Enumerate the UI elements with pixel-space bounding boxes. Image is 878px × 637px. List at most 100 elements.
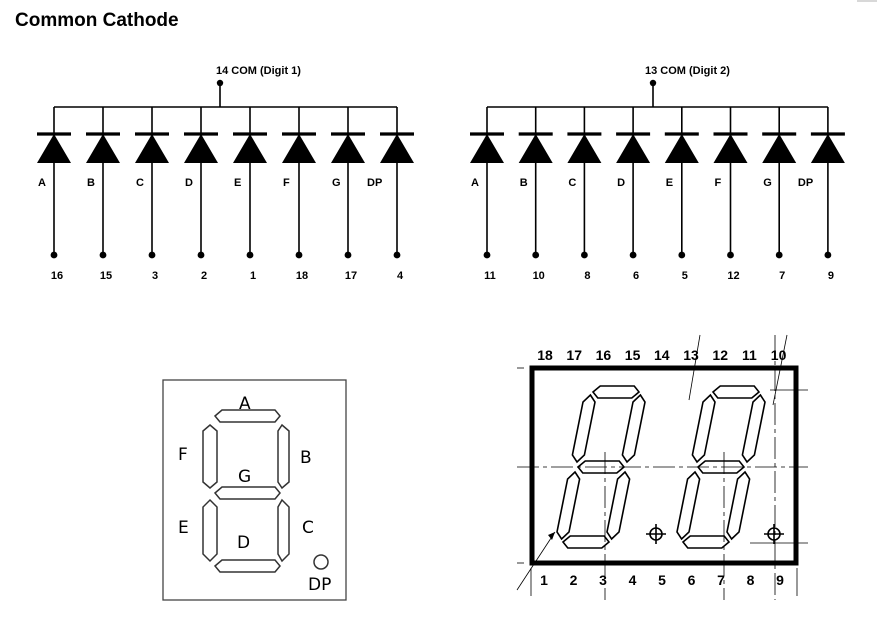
diode-triangle bbox=[135, 134, 169, 163]
diode-triangle bbox=[470, 134, 504, 163]
diode-triangle bbox=[713, 134, 748, 163]
segment-label: D bbox=[617, 177, 625, 189]
pin-number: 15 bbox=[100, 270, 112, 282]
dp-crosshair bbox=[764, 524, 784, 544]
pin-number: 1 bbox=[250, 270, 256, 282]
diode-triangle bbox=[567, 134, 602, 163]
segment-label: DP bbox=[798, 177, 813, 189]
bottom-pin-number: 2 bbox=[570, 572, 578, 588]
pin-terminal bbox=[678, 251, 686, 259]
pin-terminal bbox=[393, 251, 401, 259]
label-b: B bbox=[300, 448, 312, 468]
pin-terminal bbox=[246, 251, 254, 259]
pin-number: 12 bbox=[727, 270, 739, 282]
pin-terminal bbox=[775, 251, 783, 259]
label-c: C bbox=[302, 518, 314, 538]
pin-number: 9 bbox=[828, 270, 834, 282]
diode-triangle bbox=[86, 134, 120, 163]
diode-triangle bbox=[380, 134, 414, 163]
pin-number: 5 bbox=[682, 270, 688, 282]
segment-map: A B C D E F G DP bbox=[162, 379, 347, 601]
diode-triangle bbox=[664, 134, 699, 163]
digit-segment bbox=[556, 470, 581, 541]
pin-terminal bbox=[197, 251, 205, 259]
diode-dp: DP 9 bbox=[798, 107, 845, 282]
segment-map-frame bbox=[162, 379, 347, 601]
digit-segment bbox=[561, 535, 611, 549]
diode-d: D6 bbox=[616, 107, 651, 282]
segment-label: F bbox=[283, 177, 290, 189]
diode-c: C8 bbox=[567, 107, 602, 282]
digit-segment bbox=[606, 470, 631, 541]
pin-terminal bbox=[99, 251, 107, 259]
digit-segment bbox=[571, 393, 596, 464]
segment-label: C bbox=[136, 177, 144, 189]
diode-f: F18 bbox=[282, 107, 316, 282]
top-pin-number: 13 bbox=[683, 347, 699, 363]
top-pin-number: 11 bbox=[742, 347, 757, 363]
digit-segment bbox=[741, 393, 766, 464]
page-title: Common Cathode bbox=[15, 10, 179, 31]
diode-triangle bbox=[282, 134, 316, 163]
diode-triangle bbox=[762, 134, 797, 163]
pin-terminal bbox=[629, 251, 637, 259]
diode-dp: DP 4 bbox=[367, 107, 414, 282]
segment-label: E bbox=[666, 177, 673, 189]
pin-terminal bbox=[148, 251, 156, 259]
package-outline bbox=[529, 365, 799, 566]
top-pin-number: 16 bbox=[596, 347, 612, 363]
pin-number: 10 bbox=[533, 270, 545, 282]
pin-number: 17 bbox=[345, 270, 357, 282]
segment-label: B bbox=[520, 177, 528, 189]
pin-number: 11 bbox=[484, 270, 496, 282]
digit-segment bbox=[676, 470, 701, 541]
diode-triangle bbox=[810, 134, 845, 163]
pin-number: 4 bbox=[397, 270, 404, 282]
diode-e: E5 bbox=[664, 107, 699, 282]
segment-label: B bbox=[87, 177, 95, 189]
package-digits bbox=[556, 385, 766, 549]
diode-triangle bbox=[184, 134, 218, 163]
top-pin-number: 18 bbox=[537, 347, 553, 363]
label-a: A bbox=[239, 394, 251, 414]
segment-label: E bbox=[234, 177, 241, 189]
diode-b: B 10 bbox=[518, 107, 553, 282]
segment-label: A bbox=[471, 177, 479, 189]
pin-number: 6 bbox=[633, 270, 639, 282]
diode-d: D2 bbox=[184, 107, 218, 282]
segment-label: G bbox=[332, 177, 341, 189]
segment-f bbox=[202, 424, 218, 489]
digit-segment bbox=[681, 535, 731, 549]
bottom-pin-number: 3 bbox=[599, 572, 607, 588]
bottom-pin-number: 6 bbox=[688, 572, 696, 588]
pin-terminal bbox=[50, 251, 58, 259]
bottom-pin-number: 9 bbox=[776, 572, 784, 588]
pin-number: 8 bbox=[584, 270, 590, 282]
pin-number: 2 bbox=[201, 270, 207, 282]
pin-terminal bbox=[727, 251, 734, 259]
segment-g bbox=[213, 486, 281, 500]
bottom-pin-number: 5 bbox=[658, 572, 666, 588]
dp-crosshair bbox=[646, 524, 666, 544]
digit-segment bbox=[591, 385, 641, 399]
pin-number: 7 bbox=[779, 270, 785, 282]
segment-label: C bbox=[568, 177, 576, 189]
segment-dp bbox=[313, 554, 329, 570]
segment-c bbox=[277, 498, 290, 563]
segment-label: DP bbox=[367, 177, 382, 189]
digit-segment bbox=[726, 470, 751, 541]
pin-number: 3 bbox=[152, 270, 158, 282]
segment-e bbox=[202, 498, 218, 563]
diode-triangle bbox=[37, 134, 71, 163]
pin-terminal bbox=[824, 251, 832, 259]
top-pin-number: 17 bbox=[566, 347, 582, 363]
digit-segment bbox=[621, 393, 646, 464]
diode-f: F12 bbox=[713, 107, 748, 282]
diode-triangle bbox=[331, 134, 365, 163]
top-pin-number: 14 bbox=[654, 347, 670, 363]
com-label: 14 COM (Digit 1) bbox=[216, 65, 301, 77]
pin-terminal bbox=[532, 251, 540, 259]
